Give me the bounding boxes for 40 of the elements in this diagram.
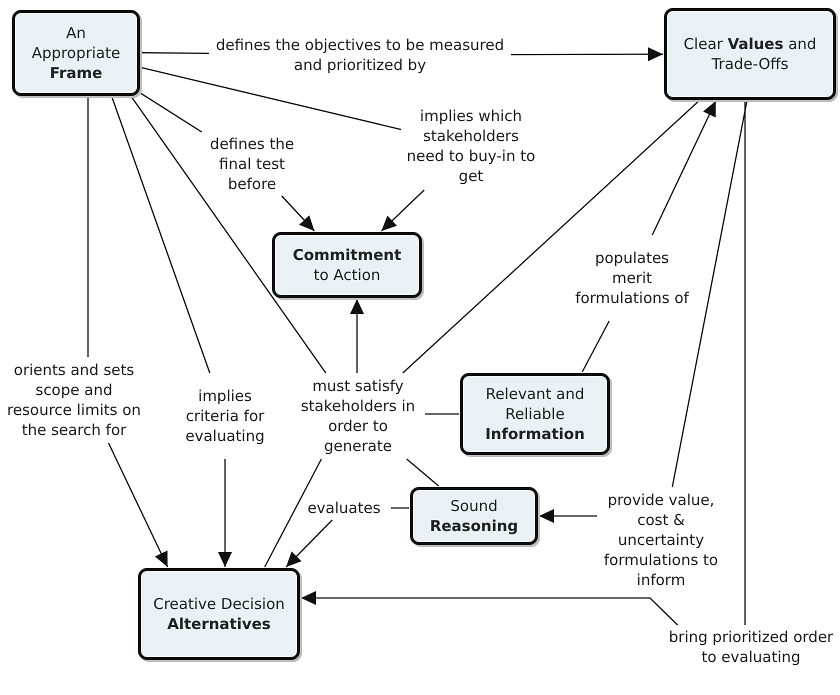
linking-phrase: evaluates — [298, 497, 390, 519]
connector-line — [744, 101, 746, 625]
linking-phrase: provide value, cost & uncertainty formulations to inform — [598, 488, 724, 592]
connector-line — [264, 458, 322, 568]
connector-line — [141, 52, 209, 54]
concept-box: Commitment to Action — [272, 232, 422, 298]
concept-box: Sound Reasoning — [410, 487, 538, 545]
arrow — [108, 442, 168, 568]
concept-box: An Appropriate Frame — [12, 10, 140, 96]
arrow — [301, 591, 678, 626]
connector-line — [391, 507, 409, 509]
connector-line — [131, 96, 326, 374]
linking-phrase: defines the objectives to be measured and prioritized by — [210, 33, 510, 77]
connector-line — [425, 413, 459, 415]
arrow — [652, 100, 716, 236]
connector-line — [140, 66, 402, 130]
connector-line — [402, 100, 700, 374]
linking-phrase: must satisfy stakeholders in order to generate — [292, 374, 424, 458]
concept-box: Creative Decision Alternatives — [138, 568, 300, 660]
arrow — [350, 299, 364, 373]
linking-phrase: implies criteria for evaluating — [175, 374, 275, 458]
arrow — [511, 47, 663, 62]
linking-phrase: populates merit formulations of — [572, 236, 692, 320]
connector-line — [87, 97, 89, 357]
linking-phrase: defines the final test before — [198, 133, 306, 195]
arrow — [539, 509, 597, 523]
linking-phrase: bring prioritized order to evaluating — [665, 626, 837, 668]
linking-phrase: orients and sets scope and resource limits on the search for — [0, 358, 148, 442]
connector-line — [111, 96, 210, 374]
arrow — [286, 520, 333, 568]
connector-line — [406, 458, 440, 486]
arrow — [281, 196, 315, 232]
concept-box: Relevant and Reliable Information — [460, 373, 610, 455]
connector-line — [582, 320, 610, 372]
arrow — [380, 190, 425, 232]
arrow — [218, 459, 232, 567]
connector-line — [140, 92, 202, 133]
concept-box: Clear Values and Trade-Offs — [664, 8, 836, 100]
linking-phrase: implies which stakeholders need to buy-in to get — [402, 103, 540, 189]
connector-line — [672, 100, 748, 488]
